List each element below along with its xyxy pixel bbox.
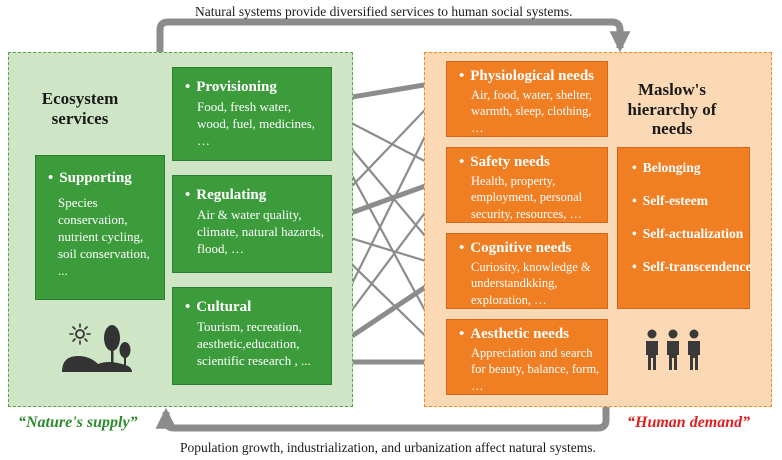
aesthetic-needs-box: •Aesthetic needs Appreciation and search… xyxy=(446,319,608,395)
safety-needs-box: •Safety needs Health, property, employme… xyxy=(446,147,608,223)
supporting-title: Supporting xyxy=(59,170,132,186)
provisioning-body: Food, fresh water, wood, fuel, medicines… xyxy=(197,99,316,148)
cognitive-body: Curiosity, knowledge & understandkking, … xyxy=(471,260,591,307)
need-self-actualization: Self-actualization xyxy=(642,226,744,241)
regulating-body: Air & water quality, climate, natural ha… xyxy=(197,207,325,256)
supporting-body: Species conservation, nutrient cycling, … xyxy=(58,195,150,278)
physiological-needs-box: •Physiological needs Air, food, water, s… xyxy=(446,61,608,137)
human-demand-label: “Human demand” xyxy=(627,414,751,431)
regulating-box: •Regulating Air & water quality, climate… xyxy=(172,175,332,273)
provisioning-title: Provisioning xyxy=(196,79,277,95)
regulating-title: Regulating xyxy=(196,187,267,203)
top-caption: Natural systems provide diversified serv… xyxy=(195,4,573,19)
physiological-body: Air, food, water, shelter, warmth, sleep… xyxy=(471,88,593,135)
bottom-feedback-arrow xyxy=(155,407,610,432)
need-self-esteem: Self-esteem xyxy=(642,193,708,208)
higher-needs-box: •Belonging •Self-esteem •Self-actualizat… xyxy=(617,147,752,309)
ecosystem-title: Ecosystem services xyxy=(41,89,119,128)
need-self-transcendence: Self-transcendence xyxy=(642,259,752,274)
top-feedback-arrow xyxy=(156,18,631,53)
need-belonging: Belonging xyxy=(642,160,701,175)
bottom-caption: Population growth, industrialization, an… xyxy=(180,440,596,455)
aesthetic-title: Aesthetic needs xyxy=(470,326,569,342)
nature-supply-label: “Nature's supply” xyxy=(18,414,138,431)
cognitive-title: Cognitive needs xyxy=(470,240,572,256)
cultural-box: •Cultural Tourism, recreation, aesthetic… xyxy=(172,287,332,385)
safety-body: Health, property, employment, personal s… xyxy=(471,174,583,221)
provisioning-box: •Provisioning Food, fresh water, wood, f… xyxy=(172,67,332,161)
safety-title: Safety needs xyxy=(470,154,550,170)
aesthetic-body: Appreciation and search for beauty, bala… xyxy=(471,346,600,393)
cultural-title: Cultural xyxy=(196,299,252,315)
cognitive-needs-box: •Cognitive needs Curiosity, knowledge & … xyxy=(446,233,608,309)
landscape-sun-tree-icon xyxy=(62,323,132,372)
physiological-title: Physiological needs xyxy=(470,68,595,84)
people-group-icon xyxy=(646,329,700,370)
maslow-title: Maslow's hierarchy of needs xyxy=(627,80,717,139)
cultural-body: Tourism, recreation, aesthetic,education… xyxy=(197,319,311,368)
supporting-box: •Supporting Species conservation, nutrie… xyxy=(35,155,165,300)
